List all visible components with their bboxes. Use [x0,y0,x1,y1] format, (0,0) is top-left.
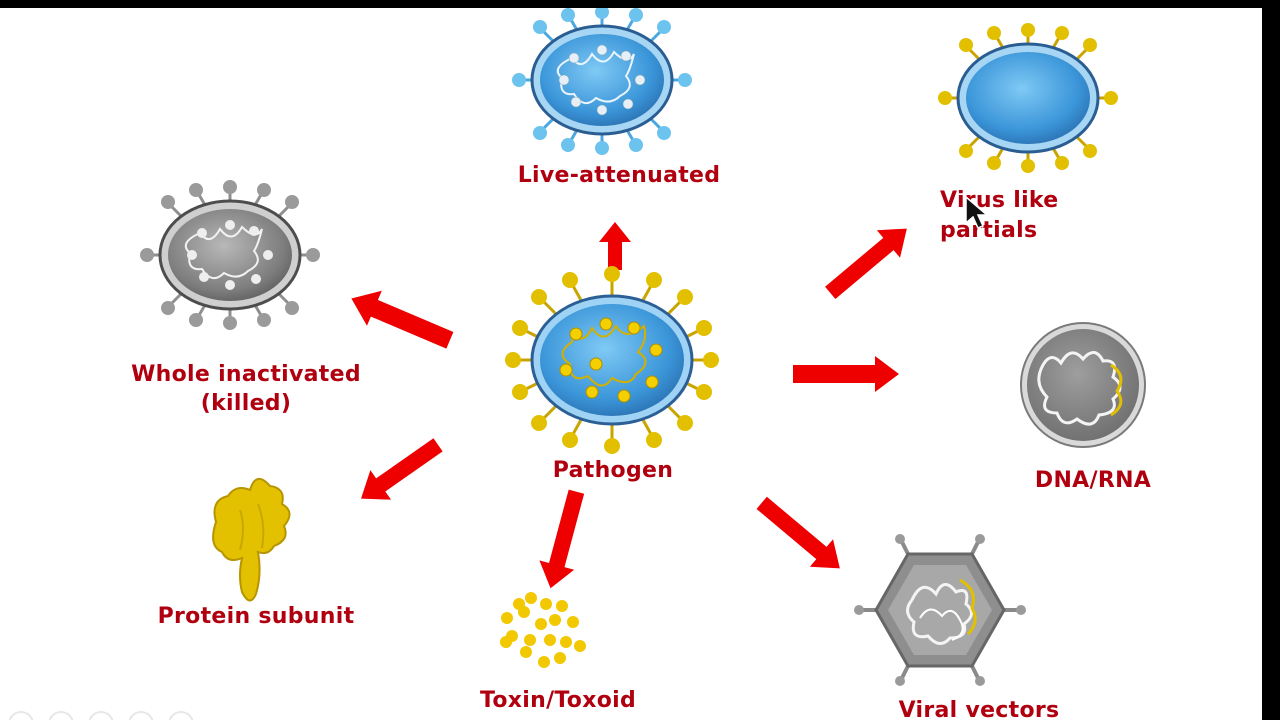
toxin-toxoid-label: Toxin/Toxoid [479,688,637,713]
toxin-dots-icon [500,592,586,668]
pathogen-label: Pathogen [552,458,674,483]
arrow-down [539,489,585,589]
virus-like-particles-label-line1: Virus like [940,188,1059,213]
arrow-upleft [351,290,454,349]
protein-subunit-icon [212,478,291,602]
inactivated-virus-icon [140,180,320,330]
live-attenuated-label: Live-attenuated [517,163,721,188]
more-options-icon[interactable] [168,711,194,720]
arrows [351,222,907,589]
slides-grid-icon[interactable] [88,711,114,720]
virus-like-particles-label-line2: partials [940,218,1038,243]
arrow-downright [756,496,840,569]
slide: Pathogen Live-attenuated Virus like part… [0,8,1262,720]
mouse-cursor-icon [965,195,990,229]
arrow-right [793,356,899,392]
live-attenuated-virus-icon [512,8,692,155]
arrow-up [599,222,631,270]
pathogen-virus-icon [505,266,719,454]
previous-slide-icon[interactable] [8,711,34,720]
dna-rna-label: DNA/RNA [1034,468,1152,493]
protein-subunit-label: Protein subunit [157,604,355,629]
virus-like-particle-icon [938,23,1118,173]
diagram-canvas [140,8,1146,686]
viral-vectors-label: Viral vectors [898,698,1060,720]
pen-icon[interactable] [48,711,74,720]
whole-inactivated-label: Whole inactivated (killed) [131,362,361,416]
presentation-toolbar[interactable] [8,711,194,720]
arrow-downleft [361,438,443,500]
viral-vector-icon [854,534,1026,686]
right-bar [1262,0,1280,720]
arrow-upright [825,228,907,299]
top-bar [0,0,1280,8]
zoom-icon[interactable] [128,711,154,720]
dna-rna-icon [1020,322,1146,448]
